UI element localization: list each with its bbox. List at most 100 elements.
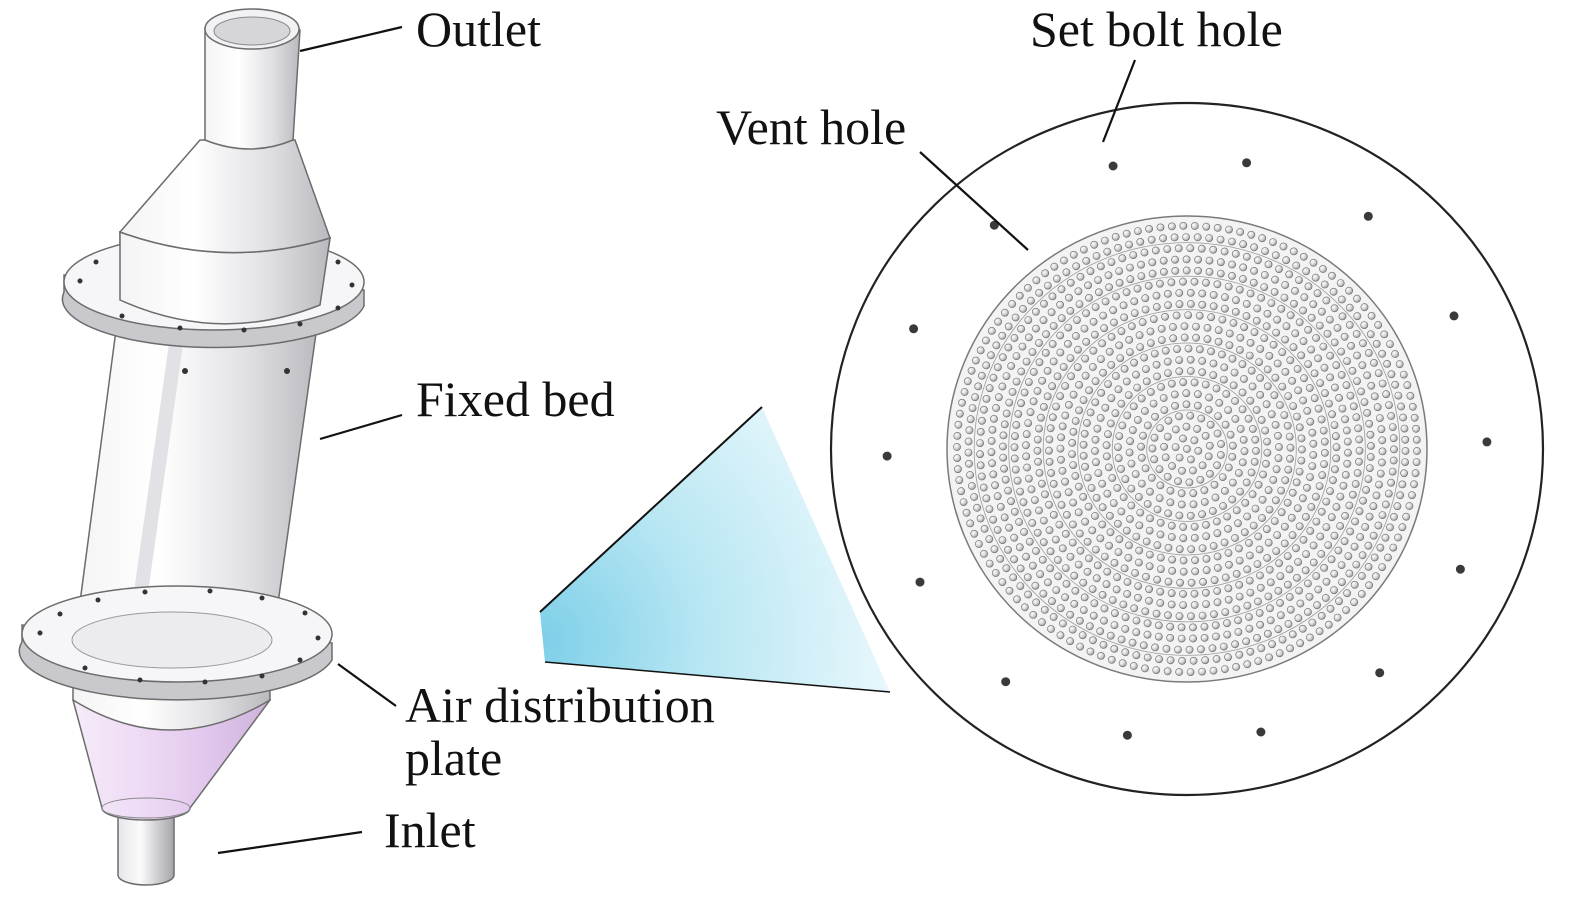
vent-hole	[1098, 339, 1107, 348]
vent-hole	[1116, 354, 1125, 362]
vent-hole	[1066, 637, 1075, 646]
vent-hole	[954, 420, 963, 429]
vent-hole	[1068, 450, 1076, 458]
vent-hole	[1214, 564, 1222, 572]
vent-hole	[1242, 312, 1251, 320]
vent-hole	[1032, 547, 1040, 555]
vent-hole	[1238, 388, 1247, 397]
vent-hole	[1314, 404, 1323, 413]
vent-hole	[968, 404, 977, 412]
vent-hole	[1184, 344, 1193, 353]
vent-hole	[1058, 544, 1067, 553]
vent-hole	[1285, 270, 1294, 279]
vent-hole	[1121, 475, 1130, 484]
vent-hole	[964, 448, 973, 457]
vent-hole	[1264, 629, 1272, 638]
vent-hole	[1324, 541, 1333, 549]
vent-hole	[1002, 372, 1011, 380]
vent-hole	[1066, 278, 1075, 287]
vent-hole	[1340, 332, 1349, 341]
vent-hole	[1263, 365, 1272, 374]
vent-hole	[1074, 560, 1083, 569]
vent-hole	[1020, 388, 1029, 397]
vent-hole	[1147, 388, 1155, 396]
vent-hole	[1193, 425, 1202, 433]
vent-hole	[988, 425, 997, 434]
vent-hole	[1375, 480, 1383, 489]
vent-hole	[1057, 501, 1066, 509]
vent-hole	[1263, 382, 1272, 391]
vent-hole	[1102, 441, 1111, 450]
vent-hole	[1292, 478, 1301, 487]
vent-hole	[1245, 624, 1254, 633]
vent-hole	[1286, 356, 1295, 365]
vent-hole	[1198, 368, 1207, 377]
vent-hole	[1196, 345, 1204, 354]
vent-hole	[1214, 337, 1223, 346]
vent-hole	[1218, 315, 1227, 324]
vent-hole	[1071, 472, 1080, 480]
vent-hole	[962, 508, 971, 517]
vent-hole	[1008, 300, 1017, 308]
vent-hole	[1120, 364, 1129, 373]
vent-hole	[1378, 349, 1387, 358]
vent-hole	[1197, 244, 1206, 253]
vent-hole	[999, 442, 1007, 451]
vent-hole	[1280, 539, 1289, 548]
vent-hole	[1136, 508, 1145, 517]
vent-hole	[1376, 414, 1384, 422]
vent-hole	[1190, 601, 1199, 609]
vent-hole	[990, 414, 998, 423]
vent-hole	[1182, 389, 1191, 398]
vent-hole	[1390, 513, 1398, 521]
vent-hole	[1156, 481, 1165, 490]
vent-hole	[1164, 543, 1173, 552]
vent-hole	[1271, 420, 1280, 429]
vent-hole	[1269, 476, 1278, 484]
vent-hole	[1111, 609, 1119, 618]
vent-hole	[1092, 252, 1101, 260]
vent-hole	[1010, 443, 1019, 452]
vent-hole	[1209, 371, 1218, 380]
vent-hole	[1202, 532, 1211, 541]
vent-hole	[995, 393, 1003, 402]
label-air-distribution-line2: plate	[405, 730, 502, 786]
vent-hole	[1070, 571, 1079, 580]
vent-hole	[955, 476, 964, 485]
vent-hole	[1326, 315, 1334, 324]
vent-hole	[1168, 462, 1176, 470]
vent-hole	[1099, 368, 1107, 377]
vent-hole	[1109, 306, 1118, 315]
vent-hole	[1225, 329, 1234, 338]
vent-hole	[1124, 391, 1133, 399]
vent-hole	[1187, 578, 1196, 587]
vent-hole	[1052, 402, 1060, 411]
vent-hole	[1349, 490, 1357, 499]
vent-hole	[1210, 610, 1218, 619]
vent-hole	[1112, 292, 1120, 301]
vent-hole	[1186, 411, 1195, 420]
vent-hole	[1100, 604, 1109, 613]
vent-hole	[1153, 541, 1162, 550]
vent-hole	[1413, 447, 1421, 455]
vent-hole	[1293, 365, 1302, 373]
vent-hole	[1121, 613, 1130, 622]
vent-hole	[1240, 447, 1249, 456]
vent-hole	[1132, 532, 1141, 541]
vent-hole	[1241, 498, 1250, 507]
vent-hole	[1039, 316, 1048, 325]
vent-hole	[1074, 508, 1083, 517]
vent-hole	[1048, 292, 1057, 301]
vent-hole	[1345, 501, 1354, 510]
vent-hole	[1134, 593, 1142, 602]
vent-hole	[1326, 351, 1335, 360]
vent-hole	[1156, 599, 1165, 607]
vent-hole	[1289, 247, 1298, 256]
vent-hole	[1320, 280, 1329, 289]
outlet-leader	[299, 25, 403, 53]
vent-hole	[1050, 262, 1059, 271]
vent-hole	[1163, 667, 1172, 676]
vent-hole	[1253, 560, 1262, 568]
vent-hole	[1029, 611, 1038, 619]
vent-hole	[1106, 512, 1114, 520]
